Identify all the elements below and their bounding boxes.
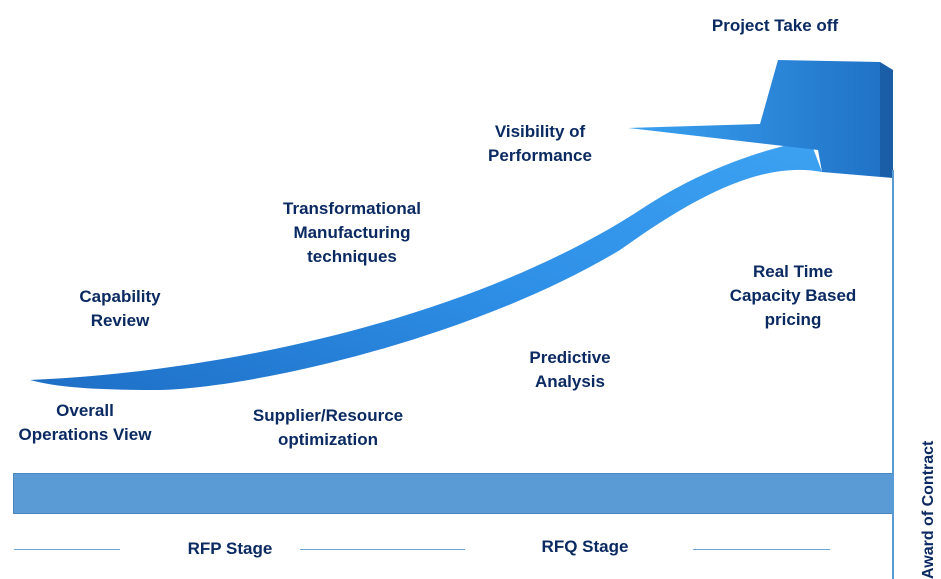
stage-divider [693, 549, 830, 550]
award-of-contract-label: Award of Contract [920, 440, 937, 579]
rfp-stage-label: RFP Stage [187, 539, 273, 558]
arrow-shaft [30, 140, 822, 390]
stage-divider [300, 549, 465, 550]
stage-bar [13, 473, 894, 514]
rfq-stage-label: RFQ Stage [541, 537, 629, 556]
award-divider-line [892, 170, 894, 579]
stage-divider [14, 549, 120, 550]
arrow-head-face [880, 62, 893, 178]
arrow-head [628, 60, 893, 178]
project-take-off-label: Project Take off [711, 16, 839, 35]
